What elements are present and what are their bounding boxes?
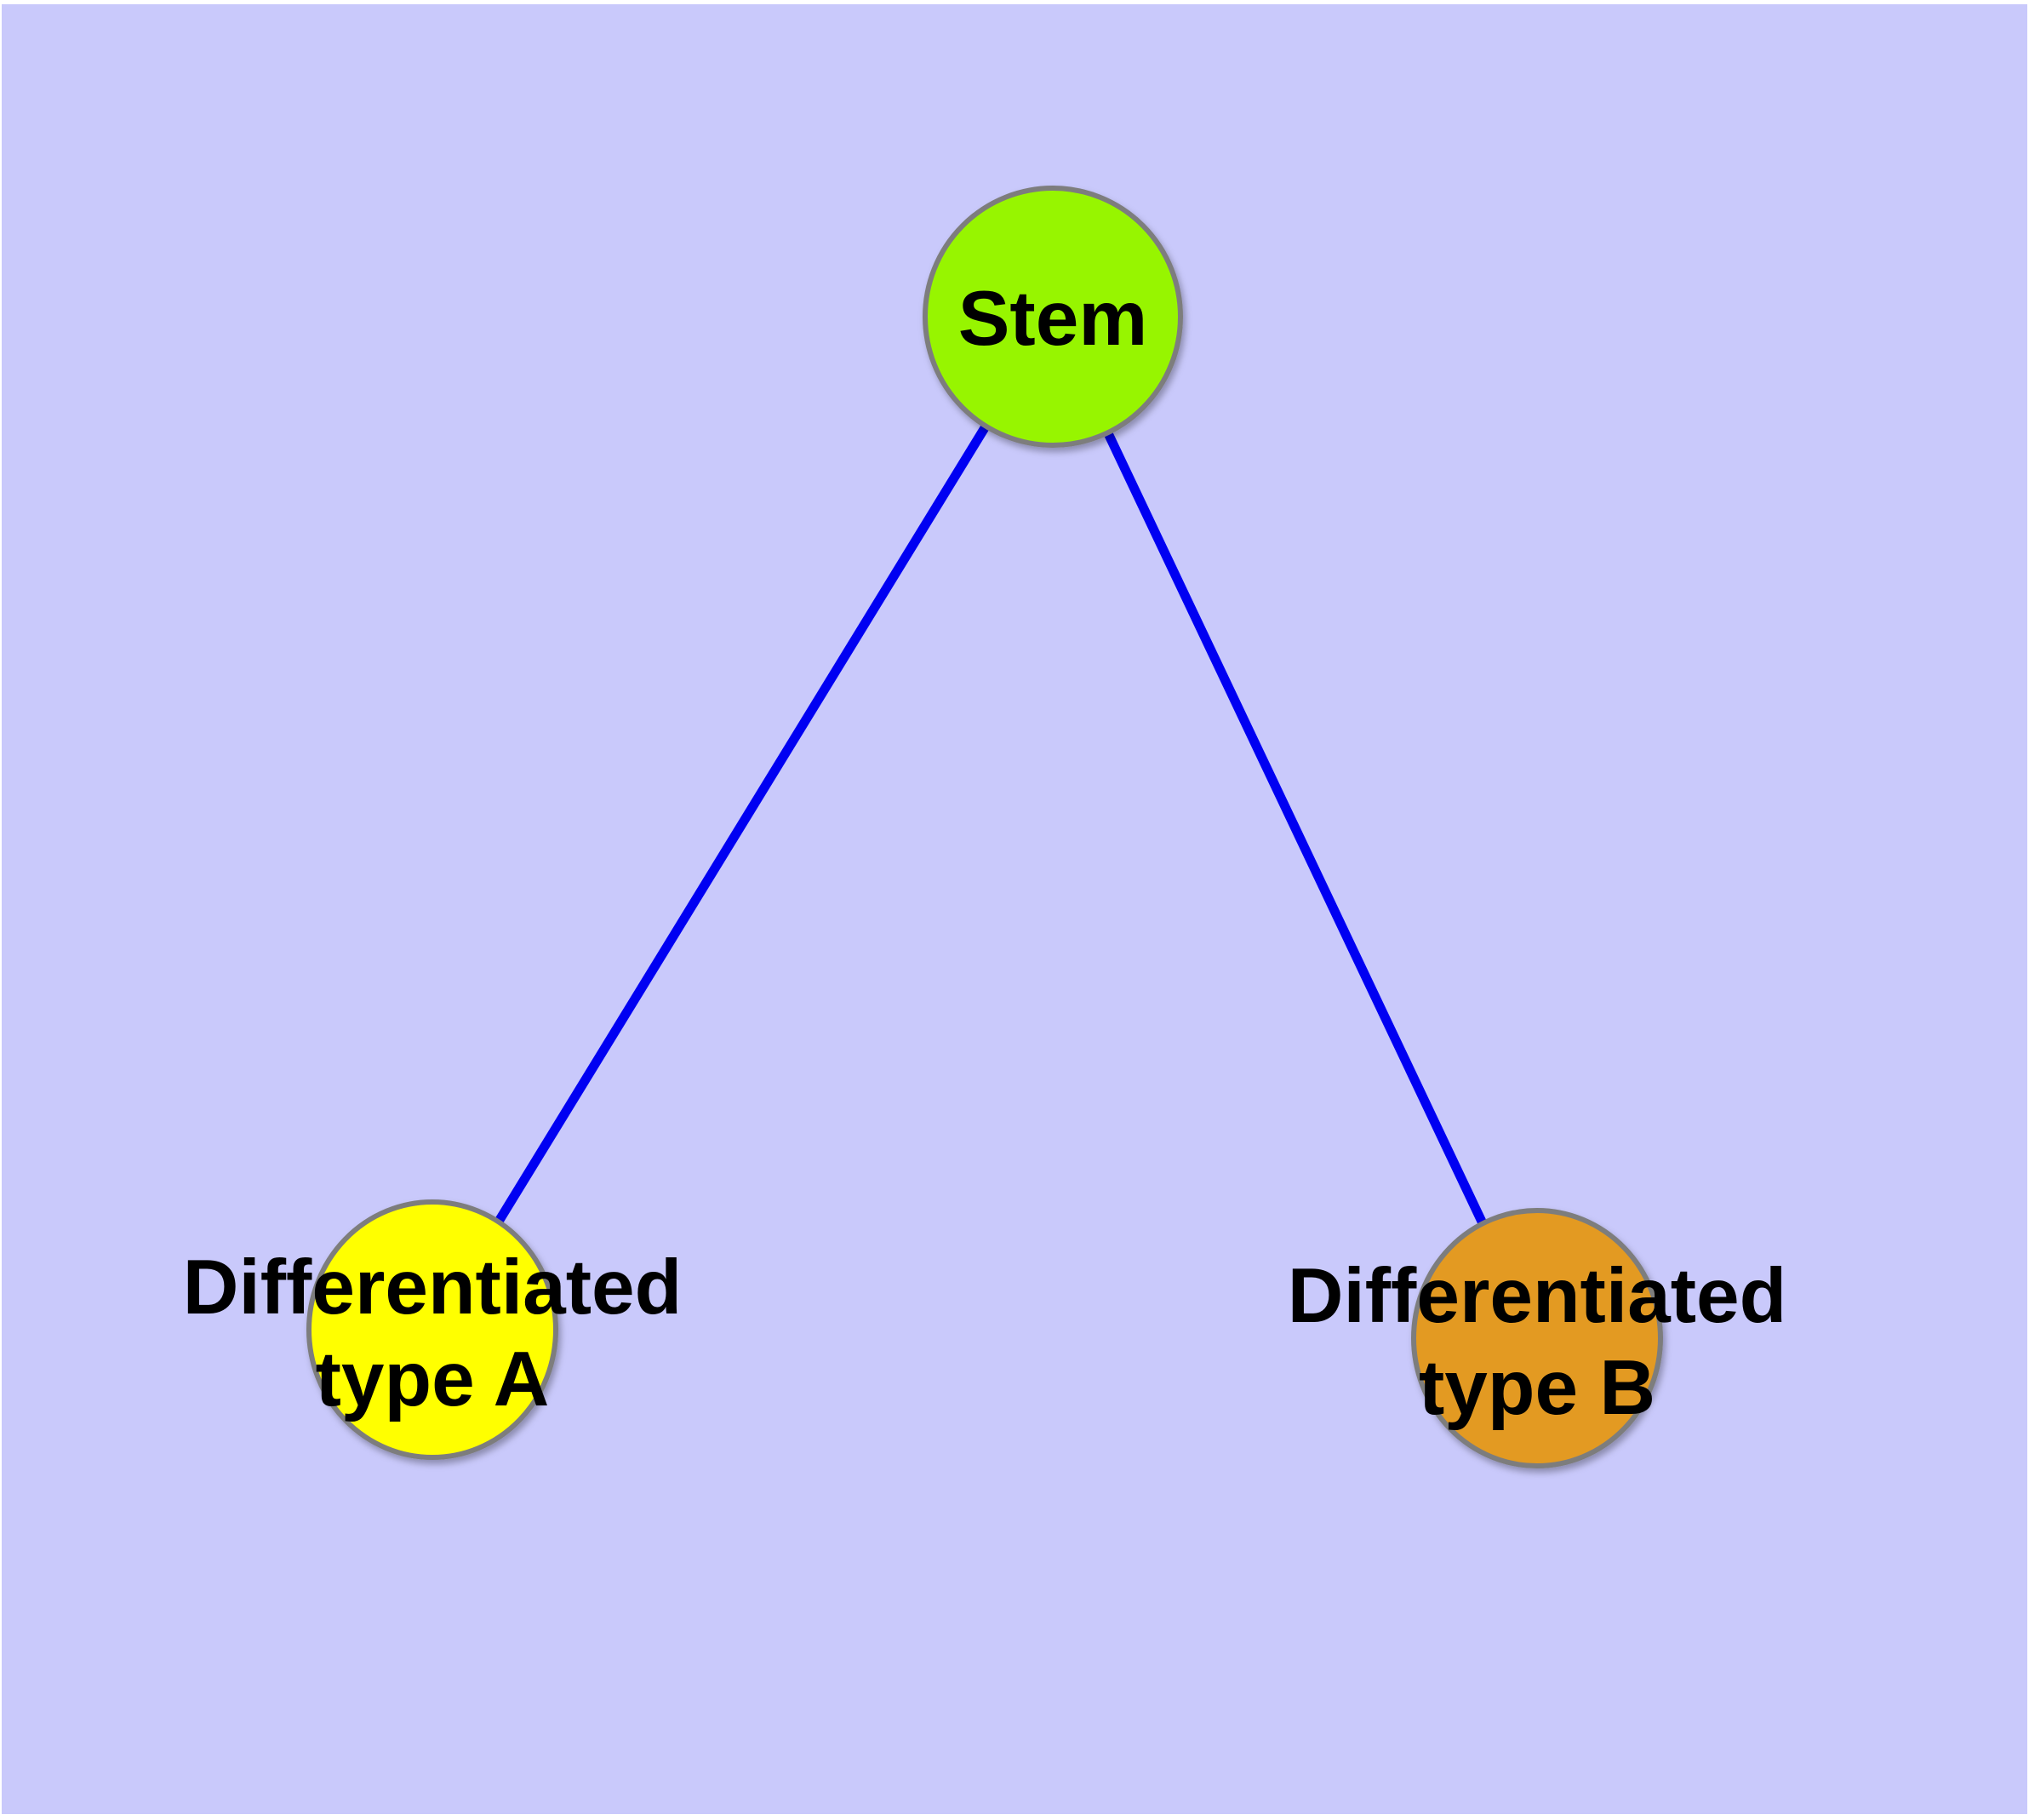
edge-stem-to-type-b — [1049, 314, 1541, 1341]
node-type-b-circle — [1411, 1208, 1663, 1468]
edge-stem-to-type-a — [428, 314, 1057, 1332]
node-stem-label: Stem — [958, 276, 1148, 362]
node-layer — [306, 186, 1663, 1468]
node-type-a-circle — [306, 1199, 558, 1460]
node-type-b-label-line1: Differentiated — [1288, 1253, 1787, 1339]
node-stem-circle — [923, 186, 1183, 448]
node-type-a-label-line2: type A — [316, 1336, 550, 1422]
label-layer: Stem Differentiated type A Differentiate… — [183, 276, 1787, 1431]
node-type-a-label-line1: Differentiated — [183, 1245, 683, 1331]
node-type-b-label-line2: type B — [1419, 1345, 1655, 1431]
edge-layer — [428, 314, 1541, 1341]
